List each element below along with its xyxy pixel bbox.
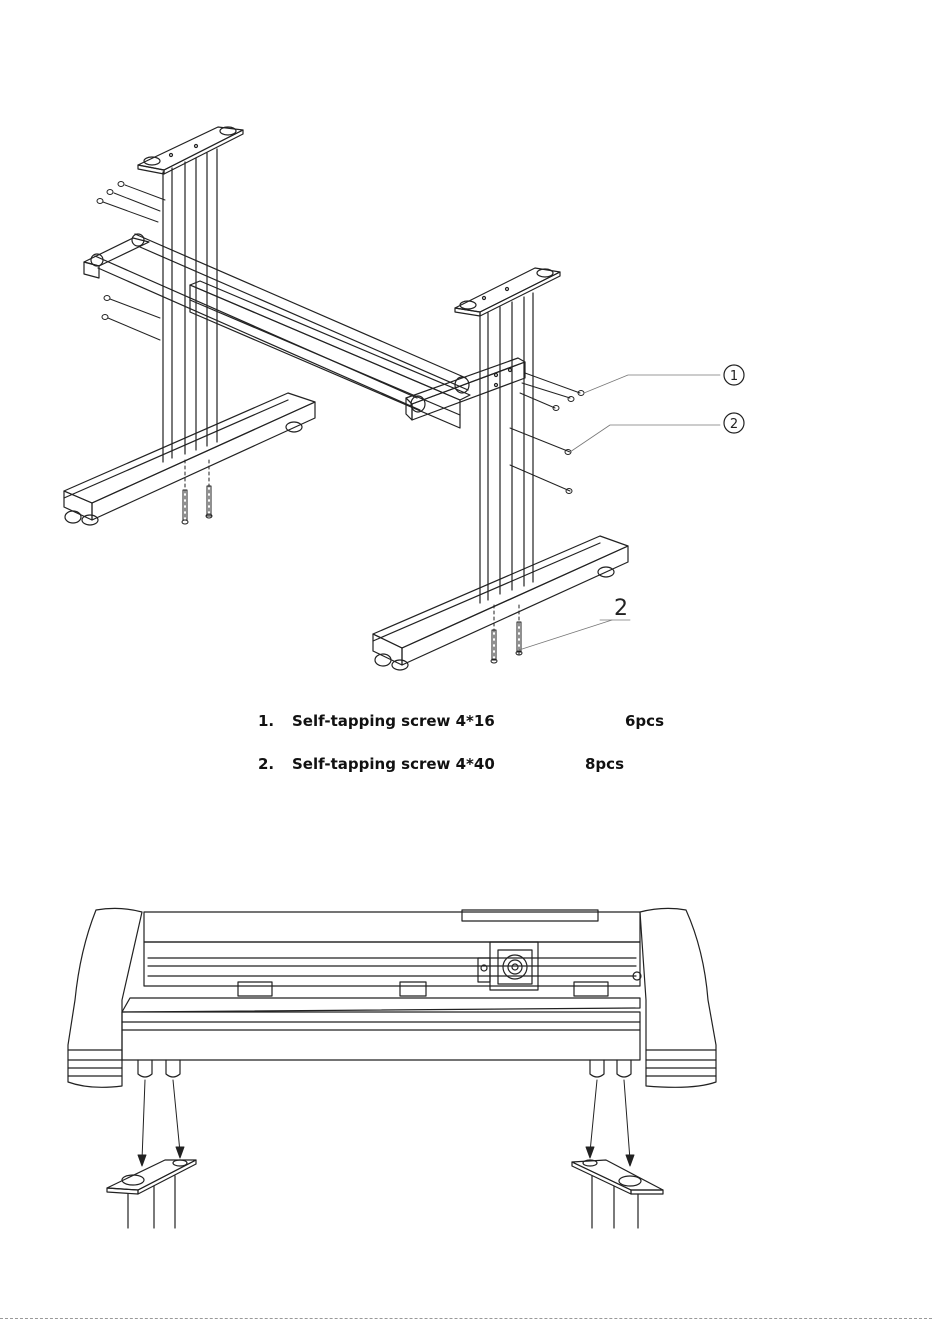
stand-exploded-view	[64, 127, 720, 670]
part-quantity: 6pcs	[625, 712, 664, 730]
alignment-arrows	[138, 1080, 634, 1166]
parts-list: 1. Self-tapping screw 4*16 6pcs 2. Self-…	[258, 712, 678, 798]
screws-right-foot	[491, 605, 522, 663]
callout-2-label: 2	[730, 417, 738, 432]
part-quantity: 8pcs	[585, 755, 624, 773]
cross-bars	[95, 234, 470, 428]
floor-screw-label: 2	[614, 596, 628, 621]
parts-list-item: 1. Self-tapping screw 4*16 6pcs	[258, 712, 678, 732]
right-top-plate	[455, 268, 560, 316]
left-foot	[64, 393, 315, 525]
part-number: 2.	[258, 755, 274, 773]
plotter-right-housing	[640, 908, 716, 1087]
plotter-mounting-view	[68, 908, 716, 1228]
mounting-pegs	[138, 1060, 631, 1077]
page-divider	[0, 1318, 932, 1319]
part-name: Self-tapping screw 4*16	[292, 712, 495, 730]
plotter-top-body	[144, 910, 640, 986]
right-leg-column	[480, 293, 533, 603]
left-top-plate	[138, 127, 243, 174]
parts-list-item: 2. Self-tapping screw 4*40 8pcs	[258, 755, 678, 775]
plotter-front-platen	[122, 998, 640, 1060]
callout-1-label: 1	[730, 369, 738, 384]
screws-left-foot	[182, 460, 212, 524]
stand-top-plate-right	[572, 1160, 663, 1228]
screws-right	[510, 373, 584, 494]
left-side-bracket	[84, 234, 149, 278]
part-number: 1.	[258, 712, 274, 730]
part-name: Self-tapping screw 4*40	[292, 755, 495, 773]
stand-top-plate-left	[107, 1160, 196, 1228]
